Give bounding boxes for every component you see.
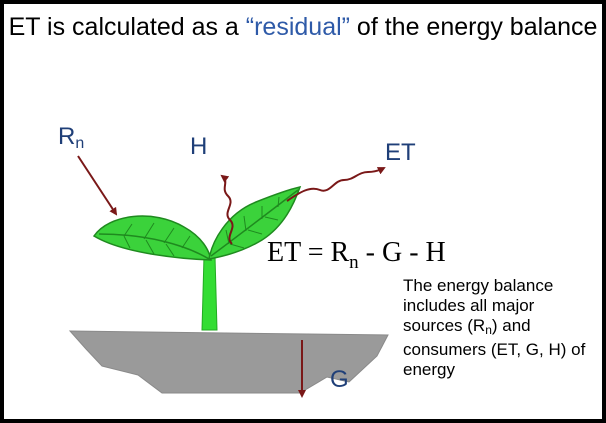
slide-title: ET is calculated as a “residual” of the …: [4, 10, 602, 44]
et-arrow: [286, 167, 386, 202]
title-part2: of the energy balance: [349, 13, 598, 41]
energy-balance-equation: ET = Rn - G - H: [267, 237, 446, 279]
energy-balance-description: The energy balance includes all major so…: [403, 276, 598, 380]
h-arrow: [220, 174, 234, 245]
rn-arrow: [77, 155, 118, 216]
equation-lhs: ET = R: [267, 237, 350, 268]
g-label: G: [330, 366, 349, 393]
title-part1: ET is calculated as a: [8, 13, 246, 41]
title-residual-highlight: “residual”: [245, 13, 350, 41]
rn-label-main: R: [58, 123, 76, 150]
left-leaf: [92, 215, 212, 261]
right-leaf: [208, 185, 302, 260]
equation-rhs: - G - H: [358, 237, 446, 268]
description-line1: The energy balance includes all major so…: [403, 276, 554, 335]
description-line2: ) and consumers (ET, G, H) of energy: [403, 316, 586, 379]
energy-balance-diagram: [68, 155, 389, 398]
plant-stem: [201, 255, 218, 331]
rn-label: Rn: [58, 124, 84, 157]
h-label: H: [190, 133, 208, 160]
et-label: ET: [385, 139, 416, 166]
rn-label-sub: n: [75, 135, 85, 152]
equation-sub: n: [349, 252, 359, 273]
description-sub: n: [485, 323, 492, 337]
